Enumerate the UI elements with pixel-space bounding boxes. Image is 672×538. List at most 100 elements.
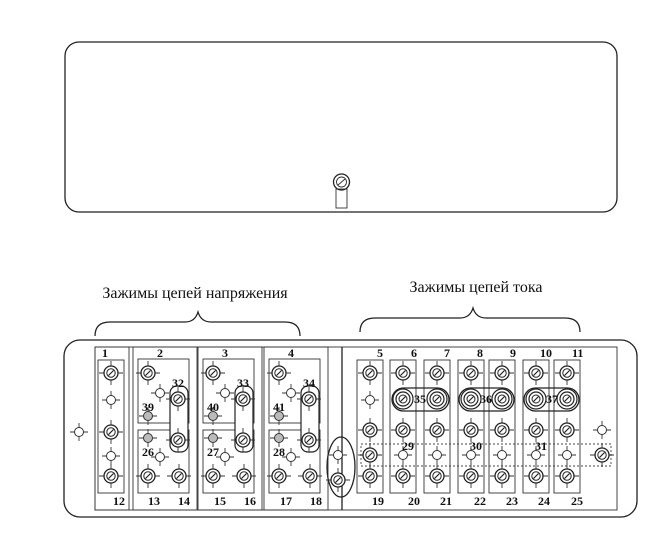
label-21: 21 [440, 494, 452, 508]
terminal-screw-icon [201, 464, 225, 488]
voltage-brace [94, 309, 301, 337]
seal-lock-icon [332, 173, 351, 209]
label-37: 37 [546, 392, 558, 406]
label-13: 13 [148, 494, 160, 508]
terminal-screw-icon [459, 418, 483, 442]
label-9: 9 [510, 346, 516, 360]
label-17: 17 [280, 494, 292, 508]
terminal-screw-icon [166, 428, 190, 452]
small-screw-icon [102, 391, 120, 409]
terminal-screw-icon [136, 464, 160, 488]
terminal-screw-icon [524, 464, 548, 488]
label-3: 3 [222, 346, 228, 360]
terminal-screw-icon [167, 464, 191, 488]
current-brace [359, 305, 581, 333]
terminal-screw-icon [391, 418, 415, 442]
label-23: 23 [506, 494, 518, 508]
terminal-screw-icon [555, 361, 579, 385]
current-terminals-caption: Зажимы цепей тока [410, 279, 543, 296]
small-screw-icon [151, 384, 169, 402]
label-30: 30 [470, 439, 482, 453]
terminal-screw-icon [490, 361, 514, 385]
label-36: 36 [480, 392, 492, 406]
label-5: 5 [377, 346, 383, 360]
label-7: 7 [444, 346, 450, 360]
terminal-screw-icon [459, 361, 483, 385]
label-19: 19 [372, 494, 384, 508]
small-screw-icon [139, 407, 157, 425]
label-24: 24 [538, 494, 550, 508]
terminal-screw-icon [524, 361, 548, 385]
terminal-screw-icon [166, 387, 190, 411]
terminal-screw-icon [267, 464, 291, 488]
terminal-screw-icon [298, 464, 322, 488]
small-screw-icon [525, 388, 547, 410]
current-terminal-strip [553, 359, 581, 494]
small-screw-icon [70, 423, 88, 441]
current-link-35 [391, 387, 450, 412]
small-screw-icon [329, 446, 347, 464]
label-15: 15 [214, 494, 226, 508]
current-terminal-strip [457, 359, 485, 494]
small-screw-icon [282, 448, 300, 466]
small-screw-icon [151, 448, 169, 466]
label-40: 40 [207, 400, 219, 414]
label-27: 27 [207, 445, 219, 459]
label-22: 22 [474, 494, 486, 508]
terminal-screw-icon [425, 361, 449, 385]
small-screw-icon [204, 429, 222, 447]
terminal-screw-icon [555, 464, 579, 488]
small-screw-icon [593, 421, 611, 439]
small-screw-icon [426, 388, 448, 410]
small-screw-icon [216, 448, 234, 466]
label-10: 10 [540, 346, 552, 360]
terminal-screw-icon [267, 361, 291, 385]
label-16: 16 [244, 494, 256, 508]
label-20: 20 [408, 494, 420, 508]
small-screw-icon [527, 446, 545, 464]
label-14: 14 [178, 494, 190, 508]
small-screw-icon [102, 447, 120, 465]
terminal-screw-icon [490, 464, 514, 488]
terminal-screw-icon [555, 418, 579, 442]
terminal-screw-icon [425, 418, 449, 442]
small-screw-icon [493, 446, 511, 464]
label-26: 26 [142, 445, 154, 459]
current-link-36 [458, 387, 515, 412]
terminal-screw-icon [99, 420, 123, 444]
label-1: 1 [102, 346, 108, 360]
label-33: 33 [237, 376, 249, 390]
current-terminal-strip [423, 359, 451, 494]
terminal-numbers: 1 2 3 4 5 6 7 8 9 10 11 12 13 14 15 16 1… [102, 346, 583, 508]
small-screw-icon [556, 388, 578, 410]
label-41: 41 [273, 400, 285, 414]
current-terminal-strip [389, 359, 417, 494]
neutral-terminal-oval [326, 436, 356, 498]
small-screw-icon [558, 446, 576, 464]
terminal-screw-icon [231, 428, 255, 452]
small-screw-icon [216, 384, 234, 402]
small-screw-icon [270, 407, 288, 425]
terminal-screw-icon [358, 361, 382, 385]
label-4: 4 [288, 346, 294, 360]
label-29: 29 [402, 439, 414, 453]
terminal-screw-icon [358, 418, 382, 442]
small-screw-icon [460, 388, 482, 410]
terminal-screw-icon [232, 464, 256, 488]
terminal-screw-icon [297, 387, 321, 411]
small-screw-icon [270, 429, 288, 447]
terminal-screw-icon [459, 464, 483, 488]
small-screw-icon [462, 446, 480, 464]
label-6: 6 [411, 346, 417, 360]
current-link-37 [523, 387, 580, 412]
label-18: 18 [310, 494, 322, 508]
terminal-screw-icon [136, 361, 160, 385]
label-31: 31 [535, 439, 547, 453]
terminal-screw-icon [358, 443, 382, 467]
label-25: 25 [571, 494, 583, 508]
small-screw-icon [394, 446, 412, 464]
small-screw-icon [392, 388, 414, 410]
small-screw-icon [139, 429, 157, 447]
terminal-screw-icon [391, 464, 415, 488]
